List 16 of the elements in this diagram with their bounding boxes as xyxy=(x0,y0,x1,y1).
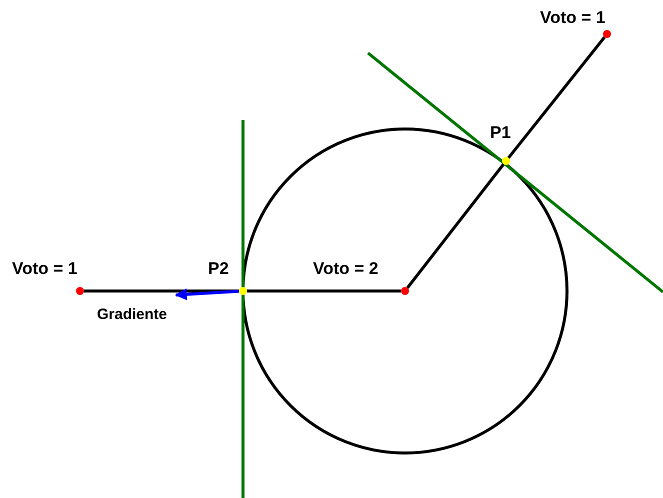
point-label: P2 xyxy=(208,260,229,277)
point-dot xyxy=(239,287,247,295)
arrow xyxy=(174,288,240,300)
point-dot xyxy=(502,157,510,165)
line xyxy=(406,163,505,289)
point-dot xyxy=(401,287,409,295)
line xyxy=(84,290,239,292)
point-label: Voto = 1 xyxy=(12,260,78,277)
line xyxy=(247,290,401,292)
point-label: Voto = 2 xyxy=(313,260,378,277)
point-label: Voto = 1 xyxy=(540,9,606,26)
edge-label: Gradiente xyxy=(97,307,168,322)
line xyxy=(507,36,606,159)
point-dot xyxy=(76,287,84,295)
point-label: P1 xyxy=(490,124,511,141)
point-dot xyxy=(603,30,611,38)
